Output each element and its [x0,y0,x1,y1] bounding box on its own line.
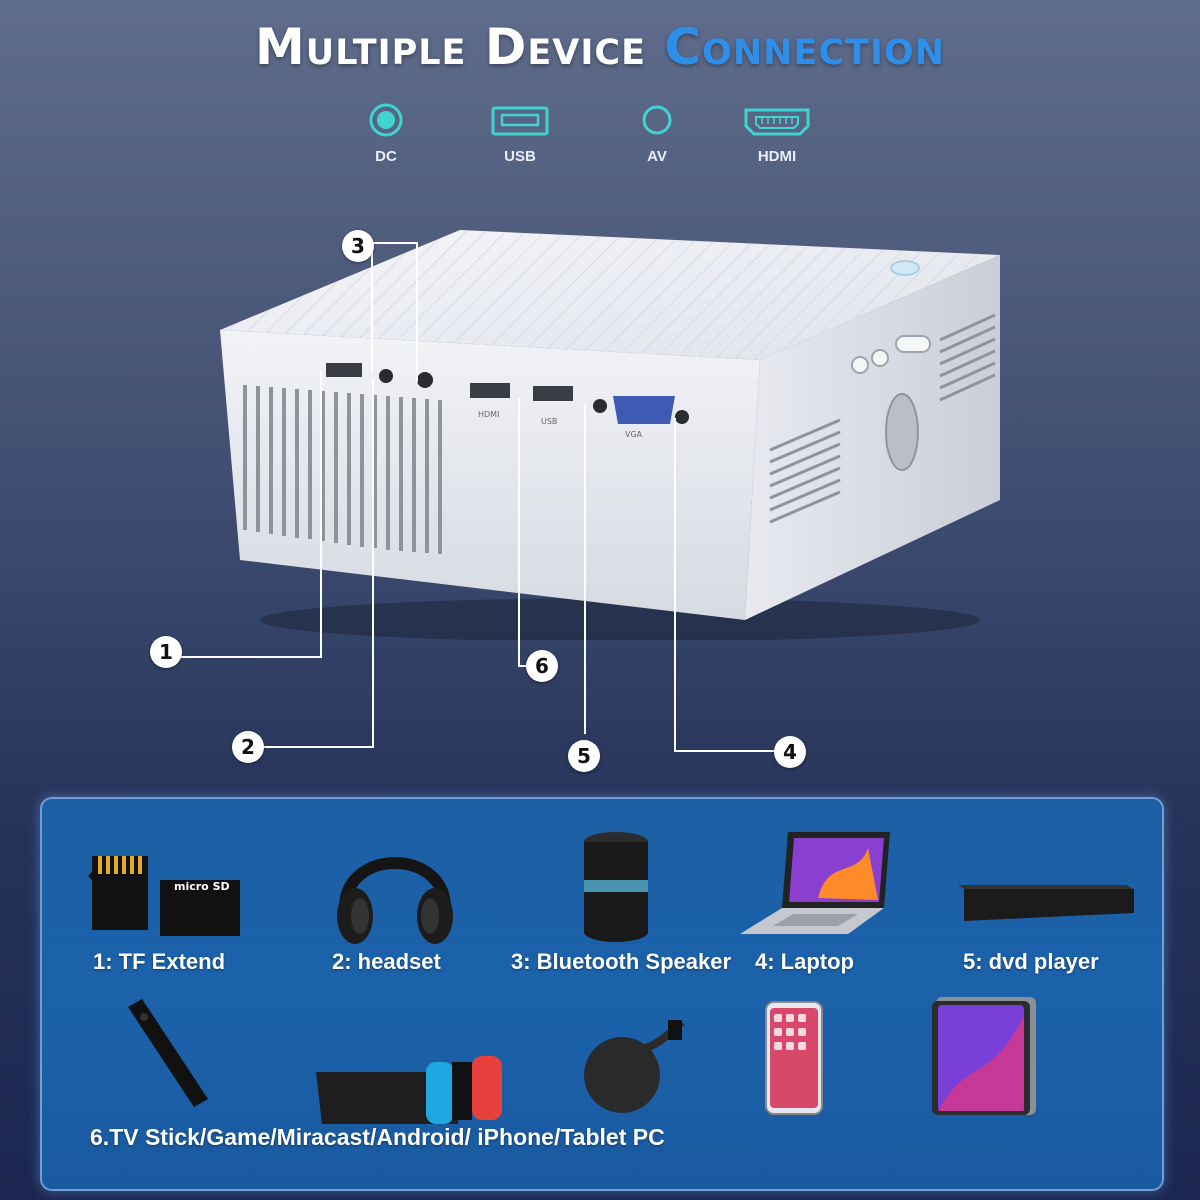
callout-1-line-h [180,656,322,658]
port-legend-usb: USB [460,100,580,165]
callout-2-line-v [372,378,374,748]
callout-4-line-v [674,418,676,752]
callout-3-line-v [371,242,373,372]
caption-dvd-player: 5: dvd player [963,949,1099,974]
projector-label-vga: VGA [625,430,643,439]
miracast-dongle-icon [584,1020,685,1113]
port-label-av: AV [647,148,667,165]
page-title: Multiple Device Connection [0,18,1200,76]
usb-port-icon [491,106,549,136]
game-console-icon [316,1056,502,1124]
dvd-player-icon [958,885,1134,921]
dc-port-icon [369,103,403,137]
hdmi-port-icon [744,108,810,136]
callout-3-line-down [416,242,418,382]
port-label-dc: DC [375,148,397,165]
callout-3: 3 [342,230,374,262]
av-port-icon [642,105,672,135]
iphone-icon [765,1001,823,1115]
callout-4: 4 [774,736,806,768]
bluetooth-speaker-icon [584,832,648,942]
callout-4-line-h [674,750,774,752]
port-legend-hdmi: HDMI [717,100,837,165]
tf-card-icon [88,856,240,936]
callout-1: 1 [150,636,182,668]
callout-3-line-h [371,242,417,244]
callout-5: 5 [568,740,600,772]
port-legend-dc: DC [326,100,446,165]
callout-6: 6 [526,650,558,682]
callout-5-line-v [584,404,586,734]
tf-card-label: micro SD [174,880,230,893]
headset-icon [337,857,453,944]
callout-2-line-h [262,746,374,748]
callout-6-line-v [518,398,520,666]
title-main: Multiple Device [255,18,665,76]
port-legend-av: AV [597,100,717,165]
tv-stick-remote-icon [128,999,208,1107]
caption-tv-stick-etc: 6.TV Stick/Game/Miracast/Android/ iPhone… [90,1124,665,1150]
projector-label-usb: USB [541,417,558,426]
caption-bluetooth-speaker: 3: Bluetooth Speaker [511,949,732,974]
title-accent: Connection [664,18,945,76]
callout-6-line-h [518,665,532,667]
projector-image [220,230,1000,640]
projector-label-hdmi: HDMI [478,410,500,419]
caption-laptop: 4: Laptop [755,949,854,974]
port-label-hdmi: HDMI [757,148,797,165]
callout-1-line-v [320,370,322,658]
caption-headset: 2: headset [332,949,441,974]
port-label-usb: USB [504,148,536,165]
caption-tf-extend: 1: TF Extend [93,949,226,974]
callout-2: 2 [232,731,264,763]
tablet-icon [932,997,1036,1115]
laptop-icon [740,832,890,934]
